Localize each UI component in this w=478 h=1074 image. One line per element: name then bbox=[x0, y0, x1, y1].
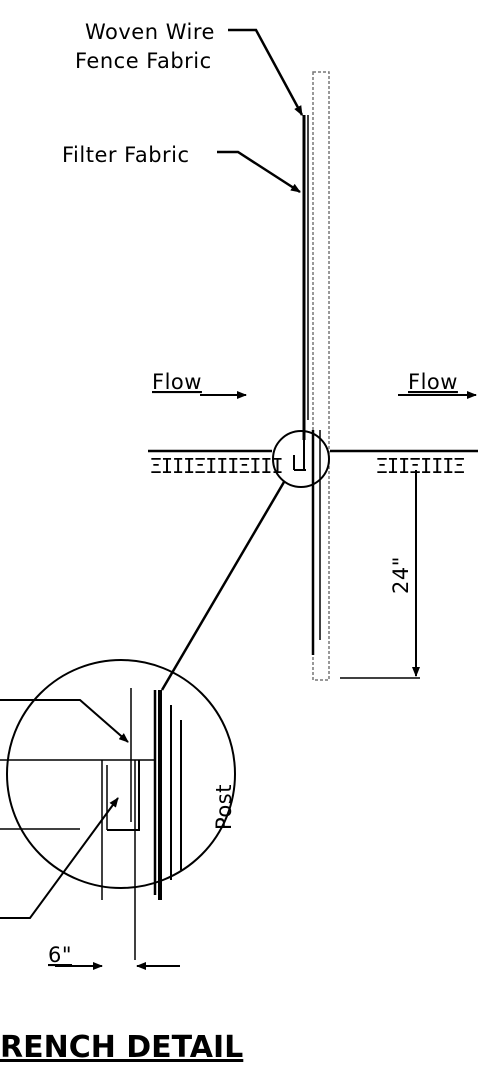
woven-wire-label: Woven Wire bbox=[85, 20, 215, 44]
filter-fabric-label: Filter Fabric bbox=[62, 143, 190, 167]
fabric-trench-u bbox=[107, 760, 140, 831]
post-label: Post bbox=[212, 784, 236, 830]
woven-wire-leader bbox=[228, 28, 304, 116]
soil-hatch-left: ΞΙΙΙΞΙΙΙΞΙΙΙ bbox=[150, 454, 283, 478]
trench-width-label: 6" bbox=[48, 943, 72, 967]
detail-leader-bottom bbox=[0, 797, 119, 919]
detail-leader-line bbox=[160, 481, 286, 691]
enlarged-detail-circle bbox=[6, 659, 236, 889]
fence-fabric-label: Fence Fabric bbox=[75, 49, 212, 73]
depth-dimension-label: 24" bbox=[389, 556, 413, 594]
detail-callout-circle bbox=[272, 430, 330, 488]
soil-hatch-right: ΞΙΙΞΙΙΙΞ bbox=[376, 454, 464, 478]
detail-leader-top bbox=[0, 699, 129, 743]
post-outline bbox=[312, 71, 330, 681]
filter-fabric-leader bbox=[217, 150, 301, 194]
drawing-title: RENCH DETAIL bbox=[0, 1030, 243, 1065]
flow-label-right: Flow bbox=[408, 370, 458, 394]
flow-label-left: Flow bbox=[152, 370, 202, 394]
